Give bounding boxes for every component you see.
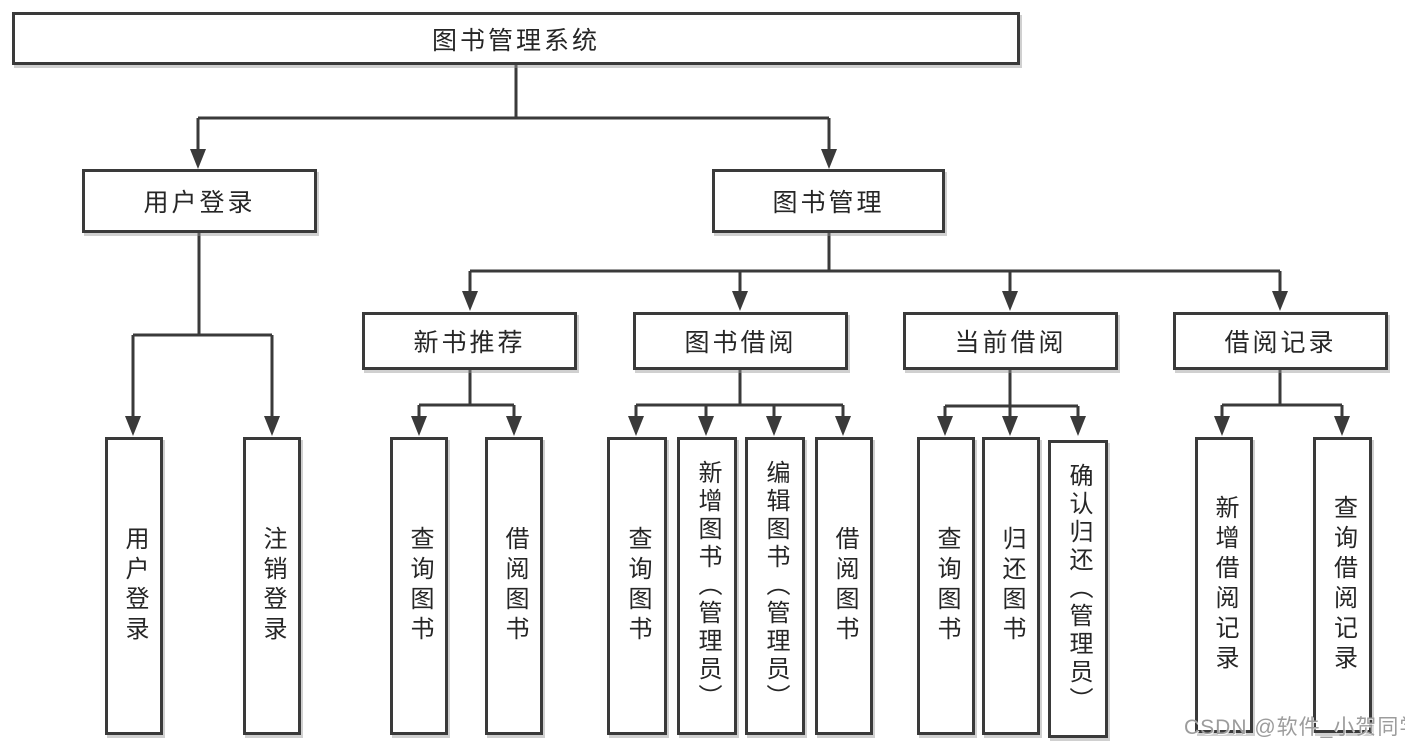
node-new-book-recommend: 新书推荐 (362, 312, 577, 370)
node-root: 图书管理系统 (12, 12, 1020, 65)
node-book-borrow: 图书借阅 (633, 312, 848, 370)
node-label: 查询图书 (406, 526, 433, 646)
leaf-borrow-book: 借阅图书 (815, 437, 873, 735)
node-label: 借阅记录 (1224, 329, 1337, 357)
leaf-return-book: 归还图书 (982, 437, 1040, 735)
connector-paths (131, 65, 1344, 418)
leaf-edit-book-admin: 编辑图书（管理员） (745, 437, 805, 735)
node-user-login: 用户登录 (82, 169, 317, 233)
node-label: 确认归还（管理员） (1065, 463, 1092, 715)
leaf-confirm-return-admin: 确认归还（管理员） (1048, 440, 1108, 738)
leaf-add-borrow-record: 新增借阅记录 (1195, 437, 1253, 733)
node-label: 新书推荐 (413, 329, 526, 357)
node-label: 用户登录 (143, 189, 256, 217)
node-label: 新增图书（管理员） (694, 460, 721, 712)
node-label: 图书管理 (772, 189, 885, 217)
leaf-logout: 注销登录 (243, 437, 301, 735)
node-label: 图书管理系统 (431, 26, 600, 55)
node-label: 查询借阅记录 (1329, 495, 1357, 675)
node-borrow-records: 借阅记录 (1173, 312, 1388, 370)
leaf-user-login: 用户登录 (105, 437, 163, 735)
leaf-query-book-recommend: 查询图书 (390, 437, 448, 735)
node-current-borrow: 当前借阅 (903, 312, 1118, 370)
node-label: 用户登录 (121, 526, 148, 646)
watermark: CSDN @软件_小贺同学 (1184, 716, 1405, 739)
leaf-borrow-book-recommend: 借阅图书 (485, 437, 543, 735)
node-label: 编辑图书（管理员） (762, 460, 789, 712)
node-label: 查询图书 (624, 526, 651, 646)
node-label: 归还图书 (998, 526, 1025, 646)
node-label: 查询图书 (933, 526, 960, 646)
node-label: 借阅图书 (831, 526, 858, 646)
leaf-query-book-borrow: 查询图书 (607, 437, 667, 735)
node-label: 当前借阅 (954, 329, 1067, 357)
leaf-query-book-current: 查询图书 (917, 437, 975, 735)
node-label: 注销登录 (259, 526, 286, 646)
node-label: 新增借阅记录 (1211, 495, 1238, 675)
node-label: 借阅图书 (501, 526, 528, 646)
leaf-add-book-admin: 新增图书（管理员） (677, 437, 737, 735)
leaf-query-borrow-record: 查询借阅记录 (1313, 437, 1372, 733)
node-label: 图书借阅 (684, 329, 797, 357)
arrowhead-icons (125, 149, 1350, 436)
node-book-management: 图书管理 (712, 169, 945, 233)
